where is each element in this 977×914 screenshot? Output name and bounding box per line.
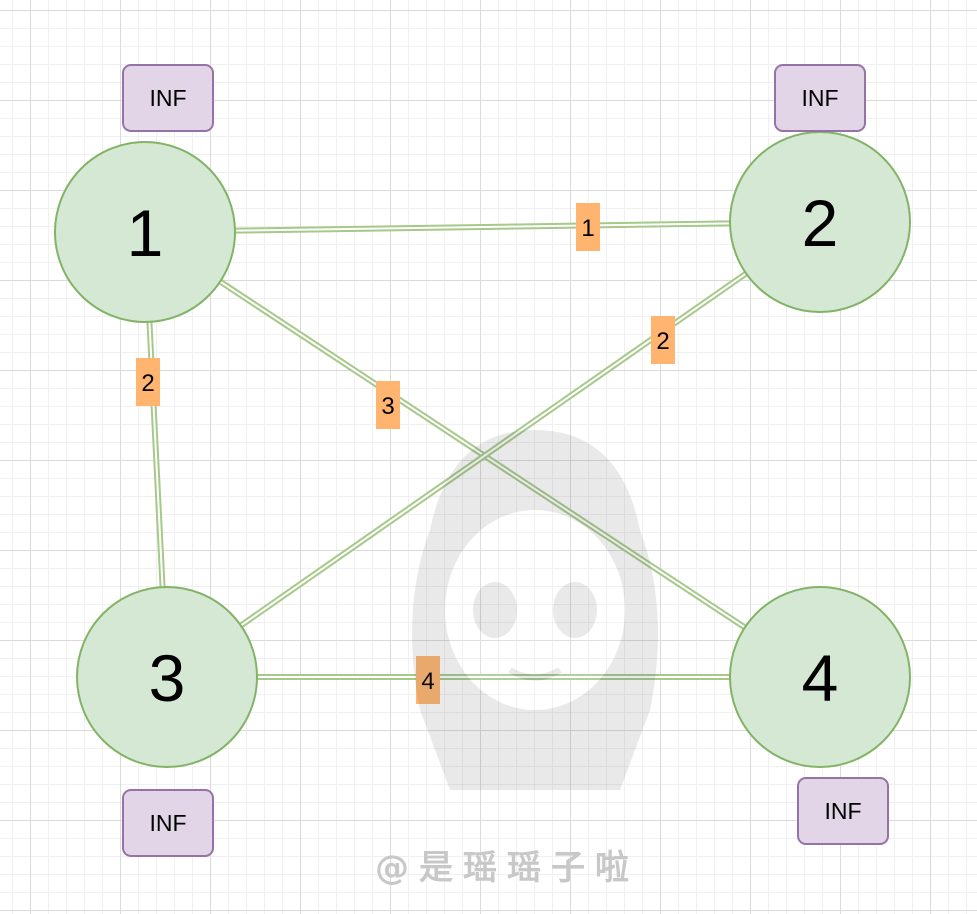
node-circle[interactable] [54,141,236,323]
distance-box-node-3: INF [122,789,214,857]
edge-line-inner [234,222,731,232]
distance-label: INF [824,798,861,824]
edge-weight-1-4: 3 [376,381,400,429]
edge-weight-label: 3 [381,393,394,420]
node-2[interactable]: 2 [729,131,911,313]
distance-box [797,777,889,845]
node-label: 3 [149,641,186,715]
node-label: 1 [127,196,164,270]
nodes-layer: 1 2 3 4 [54,131,911,768]
edge-weight-1-2: 1 [576,203,600,251]
distance-box-node-1: INF [122,64,214,132]
edge-weight-background [416,656,440,704]
distance-label: INF [149,810,186,836]
distance-box-node-4: INF [797,777,889,845]
edge-weight-3-4: 4 [416,656,440,704]
node-circle[interactable] [76,586,258,768]
edge-weight-2-3: 2 [651,316,675,364]
node-circle[interactable] [729,586,911,768]
distance-box [122,64,214,132]
distance-box-node-2: INF [774,64,866,132]
node-4[interactable]: 4 [729,586,911,768]
edge-weight-background [651,316,675,364]
edge-weights-layer: 1 2 3 2 4 [136,203,675,704]
node-3[interactable]: 3 [76,586,258,768]
edge-weight-label: 2 [141,370,154,397]
distance-label: INF [801,85,838,111]
edge-weight-1-3: 2 [136,358,160,406]
edge-weight-label: 4 [421,668,434,695]
edge-weight-background [576,203,600,251]
node-label: 4 [802,641,839,715]
node-label: 2 [802,186,839,260]
edge-weight-background [136,358,160,406]
edge-weight-label: 2 [656,328,669,355]
distance-box [122,789,214,857]
edge-weight-label: 1 [581,215,594,242]
watermark-character-icon [412,430,658,790]
distance-label: INF [149,85,186,111]
distance-labels-layer: INF INF INF INF [122,64,889,857]
edge-weight-background [376,381,400,429]
edge-1-2 [234,220,731,234]
distance-box [774,64,866,132]
watermark-text: @是瑶瑶子啦 [375,848,639,888]
node-1[interactable]: 1 [54,141,236,323]
